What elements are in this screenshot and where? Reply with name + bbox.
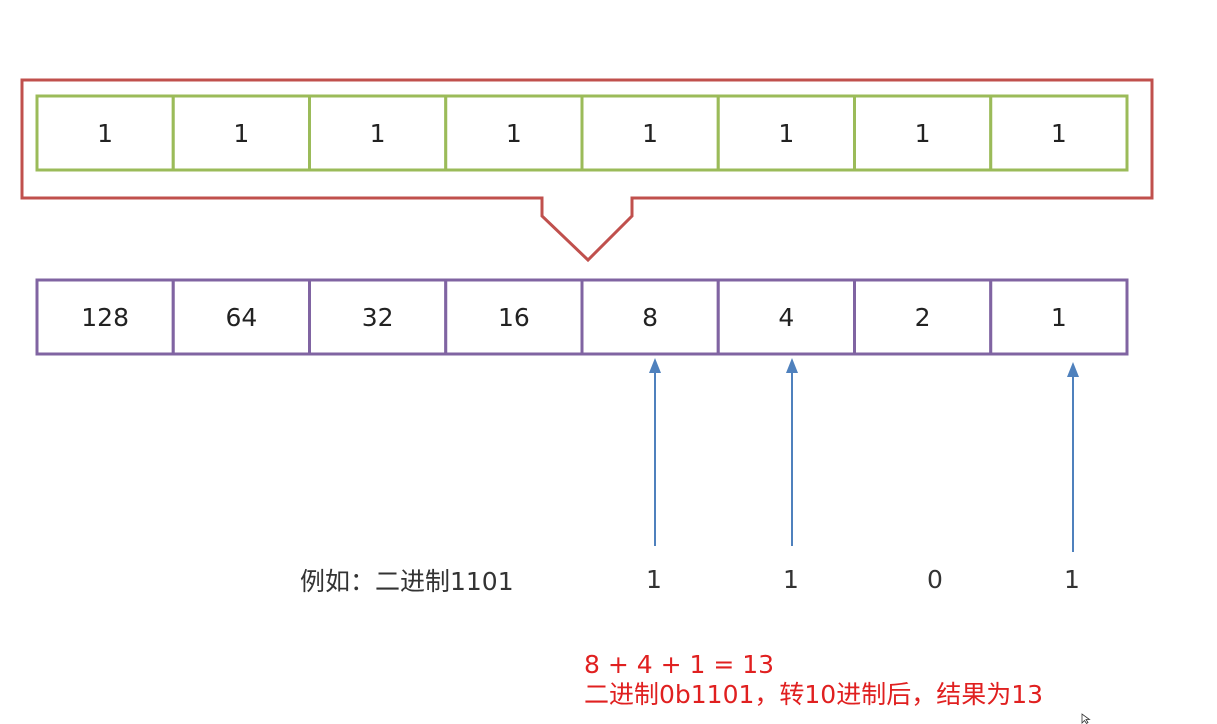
bit-cell-label-2: 1 xyxy=(370,119,386,148)
place-value-cell-2 xyxy=(308,278,448,356)
place-value-cell-4 xyxy=(580,278,720,356)
place-value-cell-0 xyxy=(35,278,175,356)
mouse-cursor-icon xyxy=(1081,713,1091,724)
place-value-cell-label-1: 64 xyxy=(225,303,257,332)
place-value-cell-6 xyxy=(853,278,993,356)
bit-values-row: 1 1 1 1 1 1 1 1 xyxy=(35,94,1129,172)
place-value-cell-5 xyxy=(716,278,856,356)
place-values-row: 128 64 32 16 8 4 2 1 xyxy=(35,278,1129,356)
arrow-head-8 xyxy=(649,358,661,373)
bit-cell-1 xyxy=(171,94,311,172)
example-bit-4: 1 xyxy=(783,565,799,594)
sum-line: 8 + 4 + 1 = 13 xyxy=(584,650,775,679)
place-value-cell-label-2: 32 xyxy=(362,303,394,332)
place-value-cell-label-5: 4 xyxy=(778,303,794,332)
bit-cell-label-1: 1 xyxy=(233,119,249,148)
bit-cell-label-0: 1 xyxy=(97,119,113,148)
place-value-cell-label-7: 1 xyxy=(1051,303,1067,332)
bit-cell-label-6: 1 xyxy=(915,119,931,148)
example-bit-8: 1 xyxy=(646,565,662,594)
place-value-cell-7 xyxy=(989,278,1129,356)
example-label: 例如：二进制1101 xyxy=(300,567,514,596)
example-bit-1: 1 xyxy=(1064,565,1080,594)
arrow-head-1 xyxy=(1067,362,1079,377)
conclusion-line: 二进制0b1101，转10进制后，结果为13 xyxy=(584,680,1044,709)
outer-frame-arrow xyxy=(20,78,1154,263)
bit-cell-2 xyxy=(308,94,448,172)
bit-cell-label-7: 1 xyxy=(1051,119,1067,148)
result-text: 8 + 4 + 1 = 13 二进制0b1101，转10进制后，结果为13 xyxy=(584,650,1043,710)
place-value-cell-1 xyxy=(171,278,311,356)
pointer-arrows xyxy=(649,358,1079,552)
place-value-cell-label-4: 8 xyxy=(642,303,658,332)
example-bit-2: 0 xyxy=(927,565,943,594)
bit-cell-label-3: 1 xyxy=(506,119,522,148)
bit-cell-label-5: 1 xyxy=(778,119,794,148)
place-value-cell-label-3: 16 xyxy=(498,303,530,332)
place-value-cell-label-6: 2 xyxy=(915,303,931,332)
arrow-head-4 xyxy=(786,358,798,373)
bit-cell-label-4: 1 xyxy=(642,119,658,148)
bit-cell-7 xyxy=(989,94,1129,172)
place-value-cell-label-0: 128 xyxy=(81,303,129,332)
